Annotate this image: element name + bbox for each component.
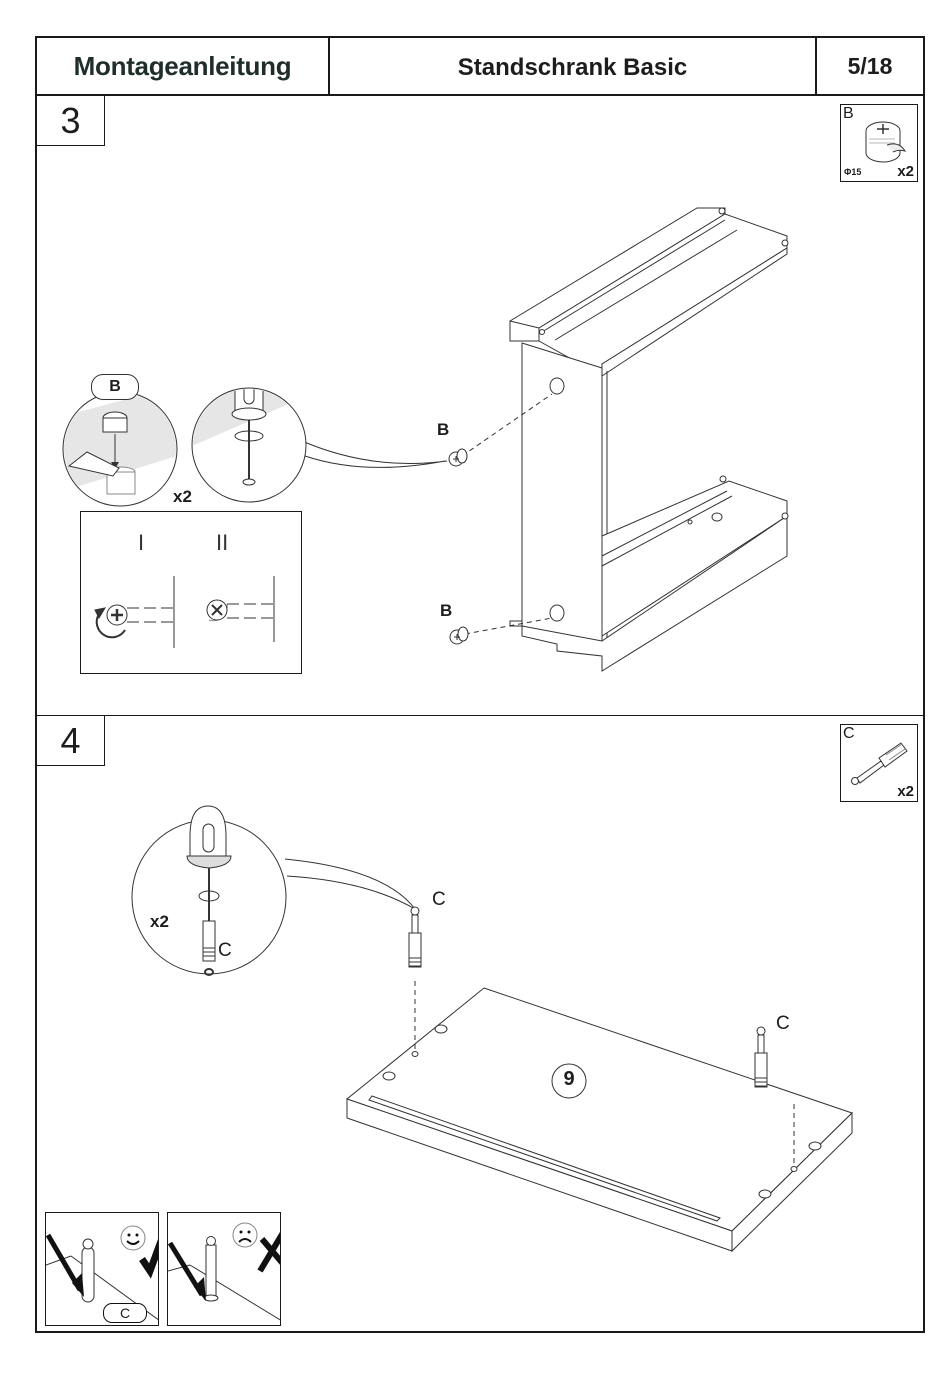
correct-example-box: C [45, 1212, 159, 1326]
rotation-diagram [94, 576, 275, 648]
detail-circle-screwdriver [191, 387, 307, 503]
bottom-panel-assembly-drawing [131, 805, 853, 1253]
step-number: 3 [37, 96, 105, 146]
check-mark-icon [139, 1239, 158, 1279]
detail-circle-screwdriver-bolt [131, 805, 287, 976]
part-letter: C [843, 725, 855, 742]
rotation-step-2-label: II [216, 530, 229, 555]
bottom-board [601, 480, 788, 637]
incorrect-example-box [167, 1212, 281, 1326]
x-mark-icon [257, 1231, 280, 1273]
detail-part-label: B [91, 374, 139, 400]
part-label-upper: C [432, 889, 446, 910]
step-4-section: 4 C x2 [37, 716, 923, 1331]
step-number: 4 [37, 716, 105, 766]
part-quantity: x2 [897, 783, 914, 800]
cam-fitting-lower [449, 626, 469, 645]
part-quantity: x2 [897, 163, 914, 180]
part-b-box: B Φ15 x2 [840, 104, 918, 182]
detail-quantity: x2 [150, 912, 169, 931]
part-label-lower: B [440, 601, 453, 620]
cam-bolt-lower [754, 1026, 768, 1088]
cabinet-side-assembly-drawing [62, 207, 789, 672]
rotation-instruction-box: I II [80, 511, 302, 674]
step-3-section: 3 B Φ15 x2 [37, 96, 923, 716]
part-label-upper: B [437, 420, 450, 439]
cam-lock-fitting-icon [865, 121, 907, 163]
part-label: C [103, 1303, 147, 1323]
frown-icon [232, 1222, 258, 1248]
rotate-arrow-icon [94, 607, 126, 639]
detail-part-label: C [218, 940, 232, 961]
part-c-box: C x2 [840, 724, 918, 802]
smiley-icon [120, 1225, 146, 1251]
product-name: Standschrank Basic [330, 38, 817, 94]
document-type-title: Montageanleitung [37, 38, 330, 94]
part-letter: B [843, 105, 854, 122]
cam-bolt-upper [408, 906, 422, 968]
cam-fitting-upper [448, 448, 468, 467]
cam-bolt-dowel-icon [851, 742, 908, 785]
panel-number: 9 [563, 1068, 575, 1090]
rotation-step-1-label: I [138, 530, 145, 555]
detail-circle-insert-fitting [62, 391, 178, 507]
instruction-page: Montageanleitung Standschrank Basic 5/18… [35, 36, 925, 1333]
part-label-lower: C [776, 1013, 790, 1034]
detail-quantity: x2 [173, 487, 192, 506]
part-diameter: Φ15 [844, 167, 862, 177]
page-header: Montageanleitung Standschrank Basic 5/18 [37, 38, 923, 96]
page-number: 5/18 [847, 52, 893, 79]
